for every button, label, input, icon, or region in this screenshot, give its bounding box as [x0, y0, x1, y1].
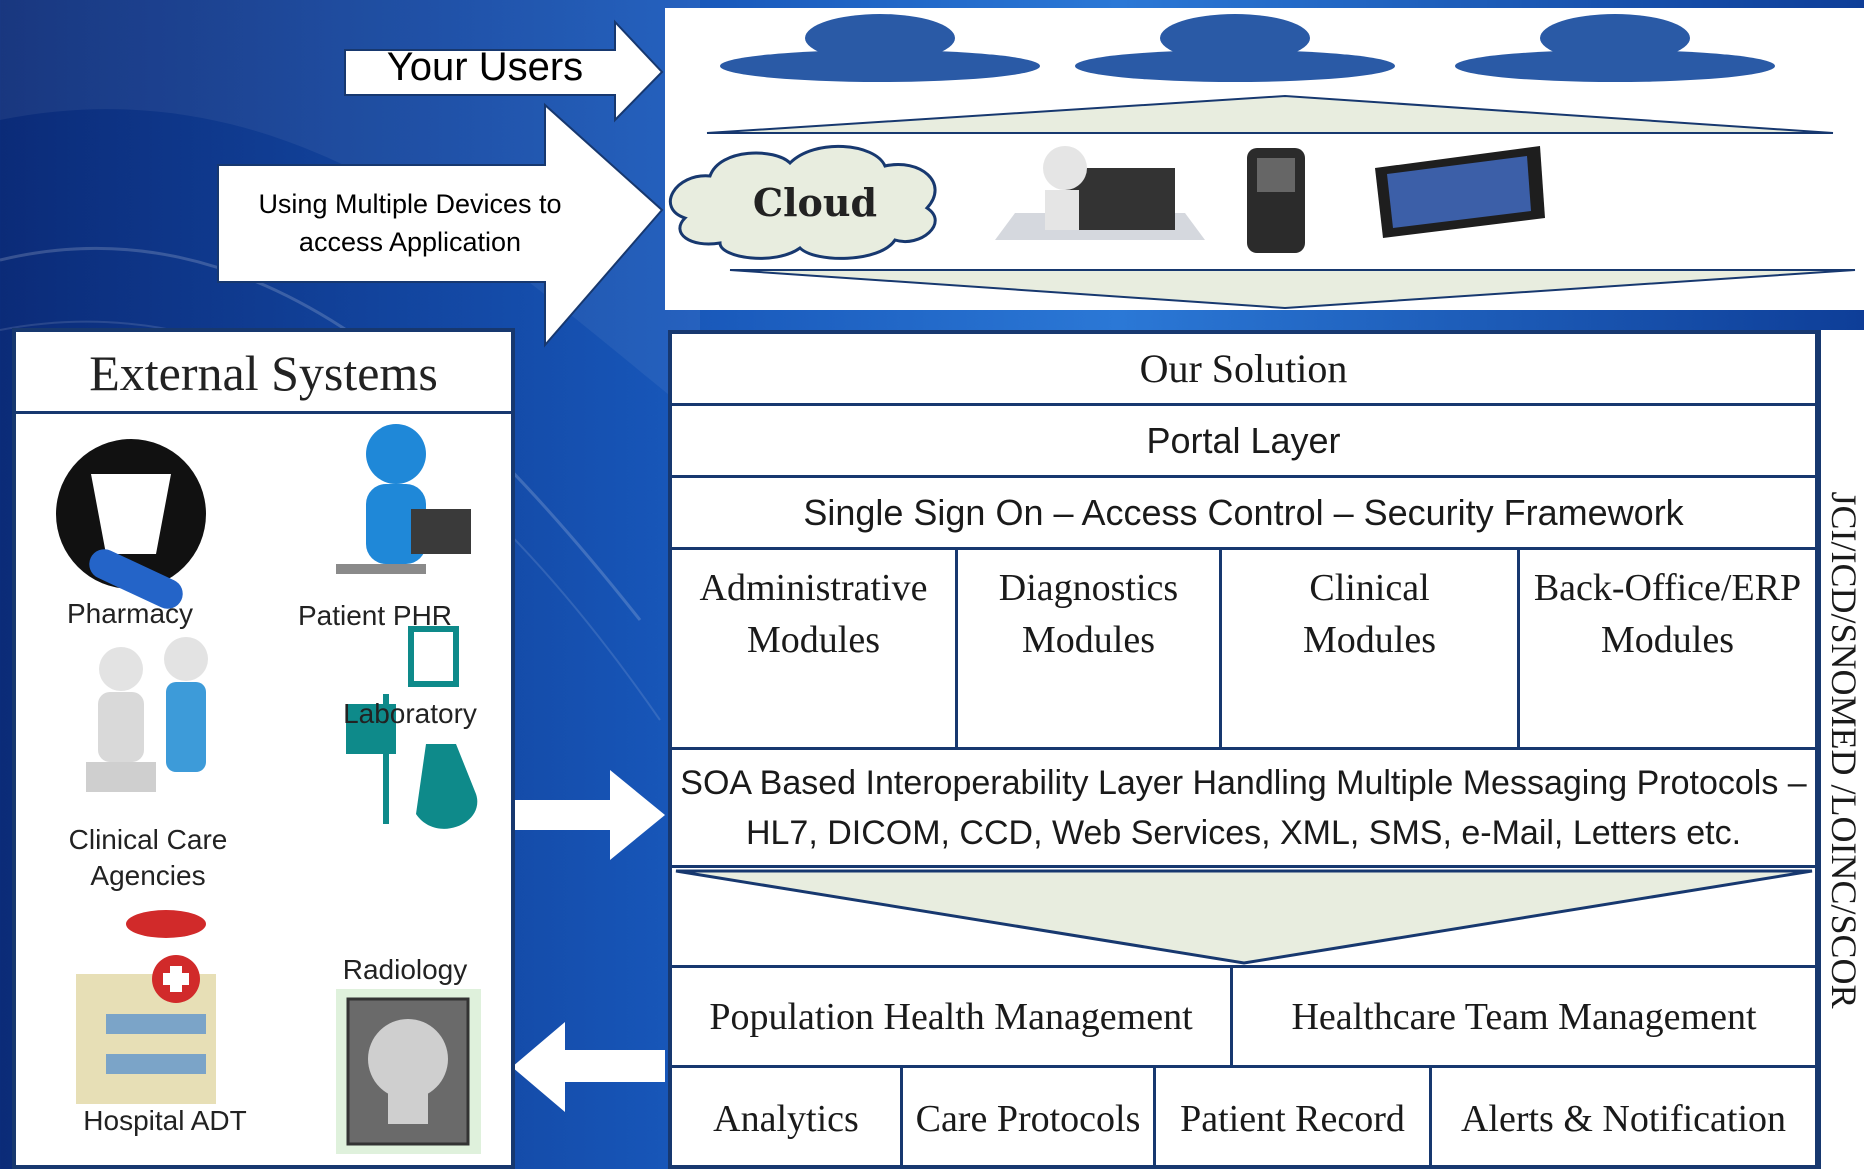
module-line2: Modules — [1022, 619, 1155, 661]
module-line1: Diagnostics — [998, 567, 1179, 609]
devices-arrow — [217, 102, 664, 348]
radiology-label: Radiology — [342, 954, 468, 985]
care-protocols: Care Protocols — [903, 1068, 1156, 1169]
devices-label: Using Multiple Devices to access Applica… — [258, 189, 562, 257]
interop-line2: HL7, DICOM, CCD, Web Services, XML, SMS,… — [745, 813, 1742, 852]
external-systems-icons — [56, 424, 481, 1154]
patient-laptop-icon — [336, 424, 471, 574]
standards-label: JCI/ICD/SNOMED /LOINC/SCOR — [1824, 490, 1864, 1009]
module-line2: Modules — [1303, 619, 1436, 661]
security-framework: Single Sign On – Access Control – Securi… — [672, 478, 1818, 550]
population-health-management: Population Health Management — [672, 968, 1233, 1068]
patient-phr-label: Patient PHR — [297, 600, 453, 631]
user-avatar-icon — [720, 14, 1040, 82]
your-users-label: Your Users — [386, 45, 584, 89]
portal-layer: Portal Layer — [672, 406, 1818, 478]
cloud-icon — [668, 144, 937, 260]
module-line1: Back-Office/ERP — [1533, 567, 1802, 609]
lower-funnel — [729, 269, 1856, 310]
diagnostics-modules: Diagnostics Modules — [958, 550, 1222, 750]
external-systems-title: External Systems — [16, 332, 511, 414]
desktop-computer-icon — [995, 146, 1205, 240]
standards-column: JCI/ICD/SNOMED /LOINC/SCOR — [1818, 330, 1864, 1169]
interoperability-layer: SOA Based Interoperability Layer Handlin… — [672, 750, 1818, 868]
laboratory-flask-icon — [346, 626, 478, 829]
module-line1: Administrative — [699, 567, 928, 609]
user-avatar-icon — [1075, 14, 1395, 82]
patient-record: Patient Record — [1156, 1068, 1432, 1169]
healthcare-team-management: Healthcare Team Management — [1233, 968, 1818, 1068]
tablet-icon — [1375, 146, 1545, 238]
clinical-care-label: Clinical Care Agencies — [68, 824, 228, 891]
interop-line1: SOA Based Interoperability Layer Handlin… — [680, 763, 1807, 802]
user-avatar-icon — [1455, 14, 1775, 82]
users-arrow — [344, 19, 664, 123]
administrative-modules: Administrative Modules — [672, 550, 958, 750]
module-line2: Modules — [1601, 619, 1734, 661]
funnel-row — [672, 868, 1818, 968]
pharmacy-label: Pharmacy — [66, 598, 194, 629]
cloud-label: Cloud — [752, 180, 878, 225]
mobile-phone-icon — [1247, 148, 1305, 253]
hospital-adt-label: Hospital ADT — [83, 1105, 247, 1136]
our-solution-title: Our Solution — [672, 334, 1818, 406]
clinical-modules: Clinical Modules — [1222, 550, 1520, 750]
clinical-care-icon — [86, 637, 208, 792]
funnel-chevron — [675, 869, 1812, 965]
back-office-erp-modules: Back-Office/ERP Modules — [1520, 550, 1818, 750]
upper-funnel — [706, 94, 1834, 134]
inbound-arrow — [512, 770, 665, 860]
hospital-building-icon — [76, 910, 216, 1104]
module-line2: Modules — [747, 619, 880, 661]
alerts-notification: Alerts & Notification — [1432, 1068, 1818, 1169]
laboratory-label: Laboratory — [343, 698, 477, 729]
xray-skull-icon — [336, 989, 481, 1154]
users-devices-graphic — [668, 14, 1856, 310]
outbound-arrow — [512, 1022, 665, 1112]
module-line1: Clinical — [1309, 567, 1430, 609]
analytics: Analytics — [672, 1068, 903, 1169]
pharmacy-rx-icon — [56, 439, 206, 609]
